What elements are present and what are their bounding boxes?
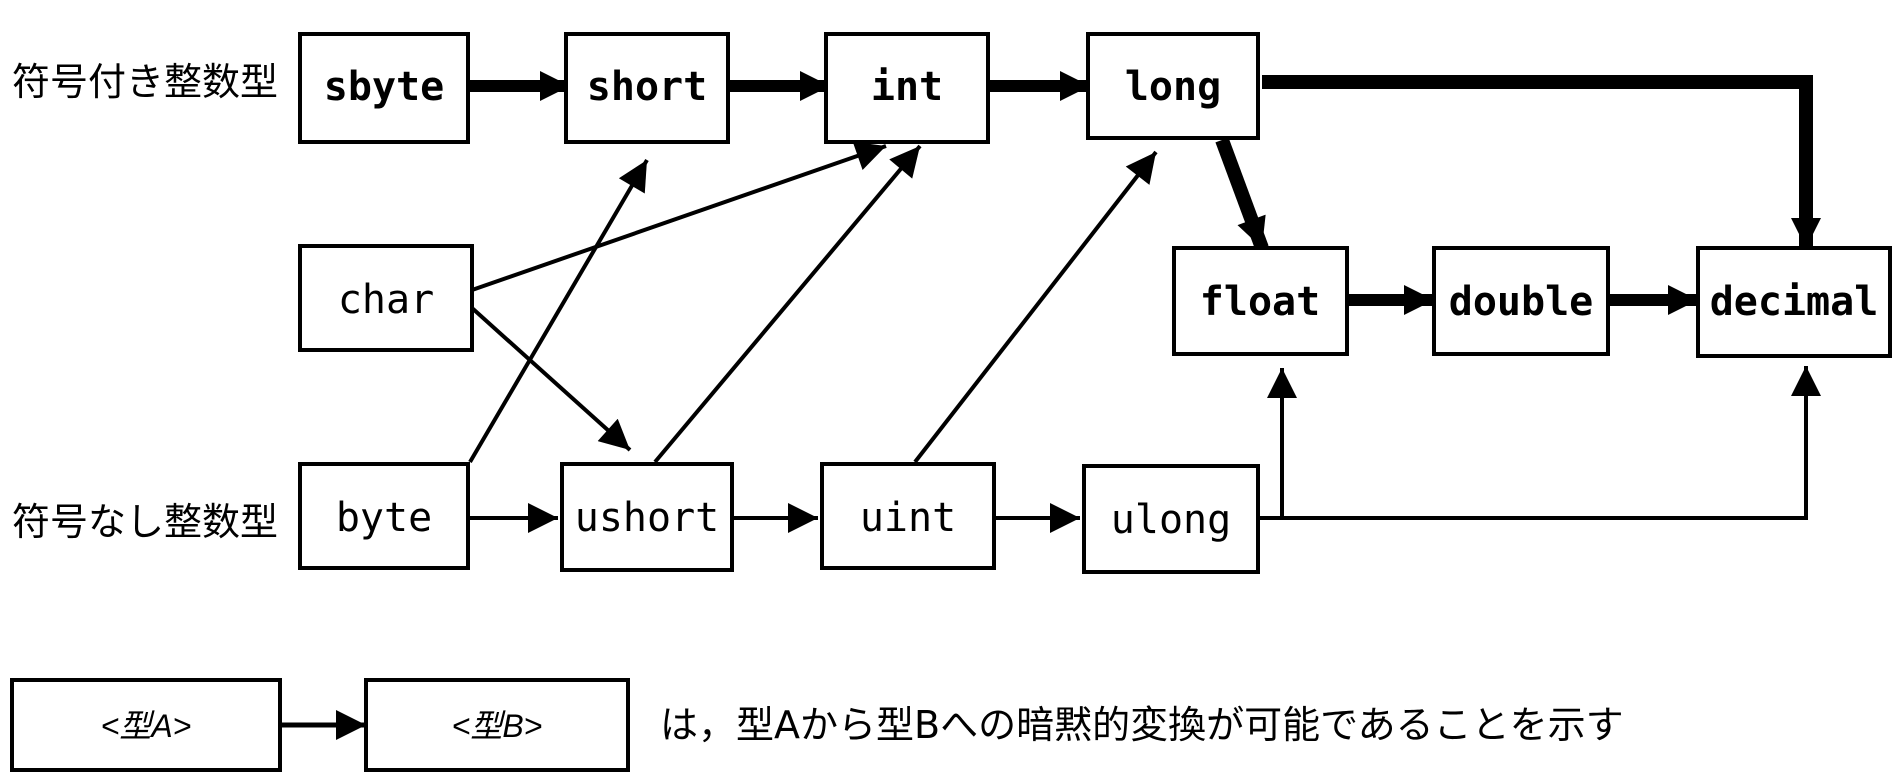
node-long: long <box>1086 32 1260 140</box>
node-int-label: int <box>871 64 943 110</box>
node-ushort-label: ushort <box>575 495 720 541</box>
legend-type-b-label: <型B> <box>452 708 543 744</box>
node-ulong-label: ulong <box>1111 497 1231 543</box>
node-float-label: float <box>1200 279 1320 325</box>
node-double: double <box>1432 246 1610 356</box>
node-uint: uint <box>820 462 996 570</box>
node-sbyte-label: sbyte <box>324 64 444 110</box>
unsigned-integer-row-label: 符号なし整数型 <box>12 500 278 544</box>
signed-integer-row-label: 符号付き整数型 <box>12 60 278 104</box>
node-short-label: short <box>587 64 707 110</box>
node-uint-label: uint <box>860 495 956 541</box>
edge-ushort-int <box>653 144 922 464</box>
edge-long-float <box>1215 137 1269 251</box>
node-float: float <box>1172 246 1349 356</box>
node-long-label: long <box>1125 64 1221 110</box>
edge-char-ushort <box>470 306 632 452</box>
node-byte: byte <box>298 462 470 570</box>
thin-edges <box>468 141 1821 533</box>
edge-long-decimal <box>1262 75 1821 248</box>
edge-ulong-decimal <box>1258 366 1821 520</box>
edge-uint-long <box>913 150 1158 464</box>
node-decimal: decimal <box>1696 246 1892 358</box>
node-ulong: ulong <box>1082 464 1260 574</box>
node-sbyte: sbyte <box>298 32 470 144</box>
edge-char-int <box>471 141 887 292</box>
legend-type-a-label: <型A> <box>101 708 192 744</box>
node-char-label: char <box>338 277 434 323</box>
node-ushort: ushort <box>560 462 734 572</box>
node-byte-label: byte <box>336 495 432 541</box>
legend-type-b-box <box>364 678 630 772</box>
node-char: char <box>298 244 474 352</box>
legend-description: は，型Aから型Bへの暗黙的変換が可能であることを示す <box>660 703 1624 747</box>
thick-edges <box>468 71 1821 315</box>
legend: <型A> <型B> は，型Aから型Bへの暗黙的変換が可能であることを示す <box>10 678 1624 772</box>
node-double-label: double <box>1449 279 1594 325</box>
node-short: short <box>564 32 730 144</box>
node-int: int <box>824 32 990 144</box>
edge-byte-short <box>468 158 649 464</box>
node-decimal-label: decimal <box>1710 279 1879 325</box>
